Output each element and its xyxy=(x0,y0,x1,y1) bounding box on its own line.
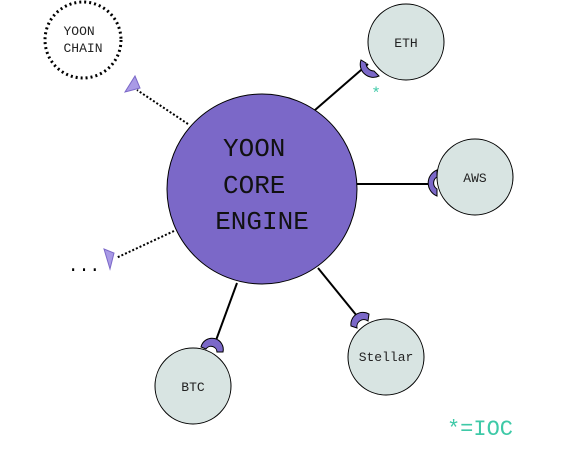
core-engine-node xyxy=(166,93,358,285)
connector-more xyxy=(115,230,175,259)
aws-label: AWS xyxy=(463,171,487,186)
core-engine-line-2: CORE xyxy=(223,171,285,201)
socket-more xyxy=(103,248,115,271)
btc-node xyxy=(154,347,232,425)
more-nodes-ellipsis: ... xyxy=(68,257,100,277)
stellar-node xyxy=(347,318,425,396)
core-engine-label: YOON CORE ENGINE xyxy=(215,134,309,237)
connector-eth xyxy=(314,63,369,111)
stellar-label: Stellar xyxy=(359,350,414,365)
ioc-marker-eth: * xyxy=(371,85,381,103)
btc-label: BTC xyxy=(181,380,205,395)
yoon-chain-line-1: YOON xyxy=(63,24,94,39)
socket-eth xyxy=(359,59,380,78)
ioc-legend: *=IOC xyxy=(447,417,513,442)
yoon-chain-node xyxy=(43,0,123,80)
socket-yoon-chain xyxy=(123,74,141,93)
yoon-chain-line-2: CHAIN xyxy=(63,41,102,56)
socket-stellar xyxy=(350,311,370,329)
socket-btc xyxy=(200,337,224,353)
core-engine-line-1: YOON xyxy=(223,134,285,164)
connector-stellar xyxy=(317,267,358,317)
eth-label: ETH xyxy=(394,36,417,51)
connector-btc xyxy=(214,282,238,344)
socket-aws xyxy=(427,169,438,197)
connector-yoon-chain xyxy=(136,89,189,125)
yoon-chain-label: YOON CHAIN xyxy=(63,24,102,56)
core-engine-line-3: ENGINE xyxy=(215,207,309,237)
eth-node xyxy=(367,3,445,81)
aws-node xyxy=(436,138,514,216)
